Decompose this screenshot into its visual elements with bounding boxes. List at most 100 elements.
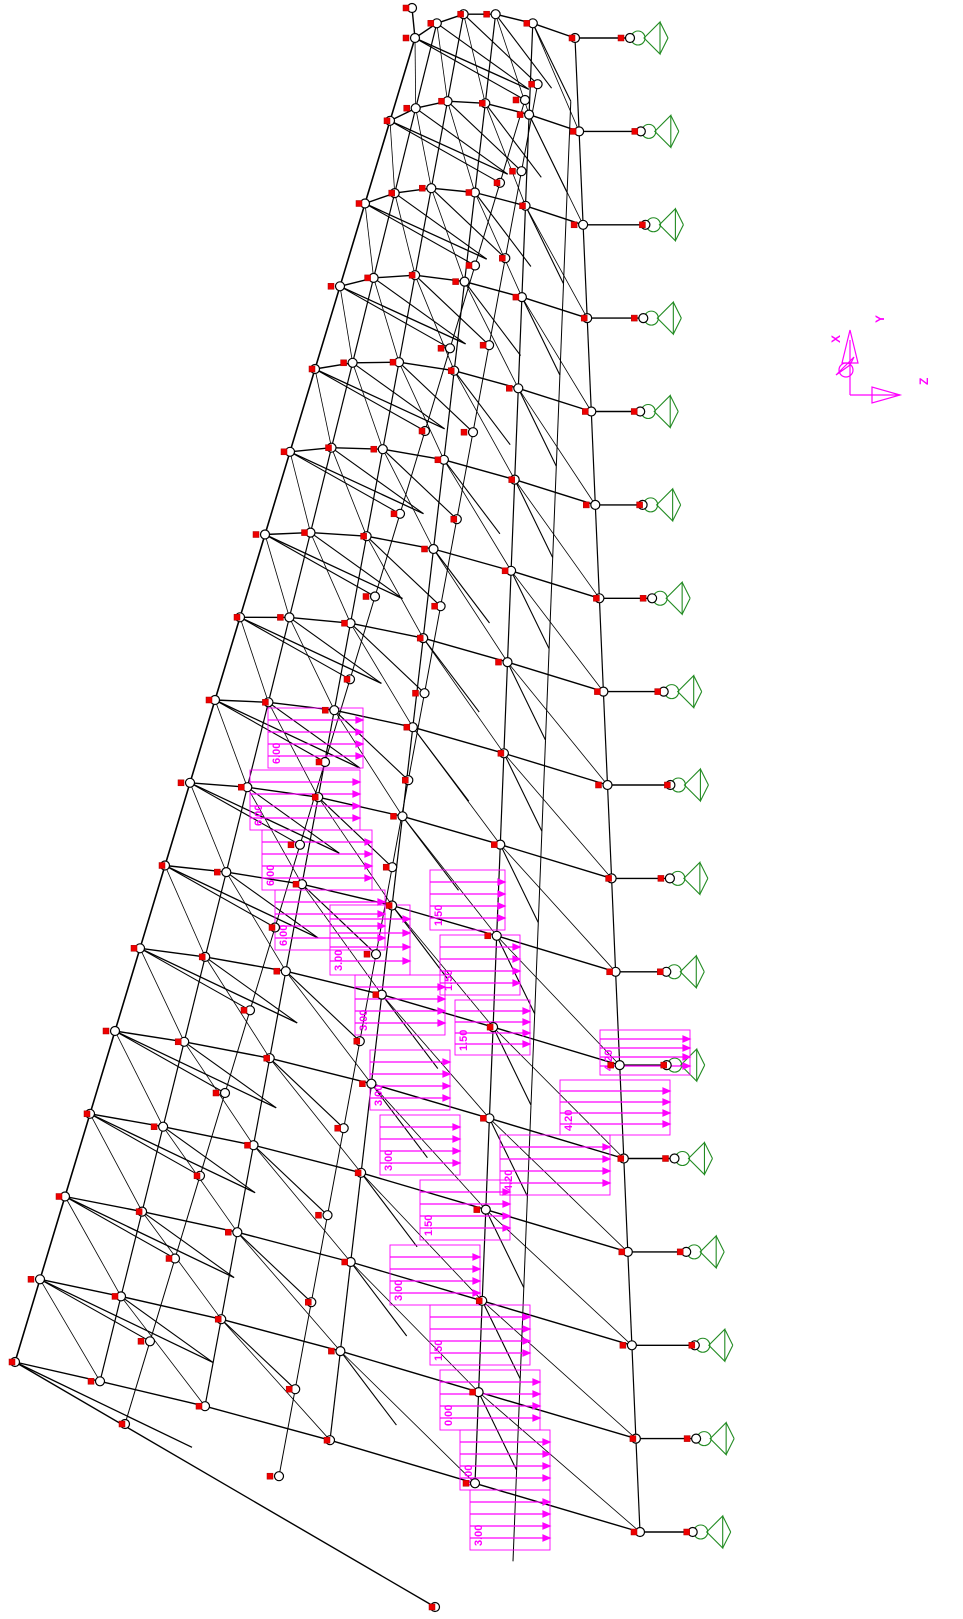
node-marker-icon[interactable] [205,696,213,704]
node-marker-icon[interactable] [244,1141,251,1149]
node-marker-icon[interactable] [512,96,520,104]
node-marker-icon[interactable] [385,902,393,909]
node-circle-icon[interactable] [491,930,502,941]
node-marker-icon[interactable] [292,880,300,888]
node-circle-icon[interactable] [377,444,388,455]
node-circle-icon[interactable] [409,32,421,44]
node-circle-icon[interactable] [410,103,421,114]
node-circle-icon[interactable] [624,32,636,44]
node-marker-icon[interactable] [631,314,638,322]
node-marker-icon[interactable] [308,365,316,373]
node-marker-icon[interactable] [238,783,245,791]
node-marker-icon[interactable] [355,200,363,207]
node-marker-icon[interactable] [499,254,506,262]
node-circle-icon[interactable] [577,219,589,230]
node-marker-icon[interactable] [418,427,426,435]
node-marker-icon[interactable] [382,863,390,871]
node-marker-icon[interactable] [688,1342,696,1349]
node-marker-icon[interactable] [660,1061,667,1069]
node-circle-icon[interactable] [370,949,382,960]
node-circle-icon[interactable] [590,499,601,510]
node-marker-icon[interactable] [389,358,397,366]
node-marker-icon[interactable] [657,968,664,976]
node-circle-icon[interactable] [480,1204,491,1215]
node-marker-icon[interactable] [323,1436,331,1444]
node-marker-icon[interactable] [343,676,351,683]
node-marker-icon[interactable] [137,1338,145,1345]
node-circle-icon[interactable] [280,966,291,977]
node-marker-icon[interactable] [198,953,206,961]
node-marker-icon[interactable] [315,758,323,766]
node-marker-icon[interactable] [402,4,410,12]
node-marker-icon[interactable] [639,595,647,602]
node-marker-icon[interactable] [501,567,509,575]
node-marker-icon[interactable] [465,189,473,196]
node-marker-icon[interactable] [523,20,531,27]
node-marker-icon[interactable] [654,688,661,695]
node-circle-icon[interactable] [638,313,649,324]
node-marker-icon[interactable] [457,10,464,18]
node-circle-icon[interactable] [219,1087,231,1099]
node-marker-icon[interactable] [214,1315,222,1323]
node-marker-icon[interactable] [135,1208,143,1215]
node-marker-icon[interactable] [362,593,370,600]
node-marker-icon[interactable] [569,128,577,135]
node-marker-icon[interactable] [421,545,428,553]
node-marker-icon[interactable] [158,862,166,869]
node-marker-icon[interactable] [195,1402,203,1410]
node-marker-icon[interactable] [340,359,347,367]
node-marker-icon[interactable] [664,781,671,789]
node-marker-icon[interactable] [495,658,502,666]
node-marker-icon[interactable] [402,34,410,42]
node-circle-icon[interactable] [94,1376,106,1387]
node-circle-icon[interactable] [519,94,531,106]
node-marker-icon[interactable] [508,476,515,483]
node-marker-icon[interactable] [240,1007,248,1014]
node-marker-icon[interactable] [580,314,588,322]
node-marker-icon[interactable] [568,34,576,42]
node-marker-icon[interactable] [334,1124,341,1132]
node-marker-icon[interactable] [683,1528,690,1536]
node-marker-icon[interactable] [639,221,646,229]
node-marker-icon[interactable] [491,841,498,848]
node-marker-icon[interactable] [311,793,319,801]
node-marker-icon[interactable] [605,875,612,882]
node-marker-icon[interactable] [506,385,513,392]
node-marker-icon[interactable] [408,271,416,279]
node-circle-icon[interactable] [184,777,196,788]
node-circle-icon[interactable] [335,1345,346,1357]
node-marker-icon[interactable] [174,1038,182,1046]
node-circle-icon[interactable] [273,1471,285,1482]
node-marker-icon[interactable] [657,875,665,882]
node-marker-icon[interactable] [475,1297,483,1305]
node-marker-icon[interactable] [630,408,638,415]
node-circle-icon[interactable] [646,593,658,604]
node-circle-icon[interactable] [369,591,381,602]
node-circle-icon[interactable] [614,1059,625,1071]
node-marker-icon[interactable] [102,1027,110,1035]
node-marker-icon[interactable] [427,20,435,27]
node-marker-icon[interactable] [212,1089,220,1097]
node-marker-icon[interactable] [328,1347,335,1355]
node-circle-icon[interactable] [426,183,437,194]
node-circle-icon[interactable] [467,427,479,438]
node-marker-icon[interactable] [662,1155,669,1162]
node-circle-icon[interactable] [428,543,439,555]
node-marker-icon[interactable] [479,100,486,107]
node-circle-icon[interactable] [523,109,535,120]
node-circle-icon[interactable] [259,529,271,540]
node-marker-icon[interactable] [354,1169,362,1177]
node-circle-icon[interactable] [284,612,295,623]
node-marker-icon[interactable] [341,1258,348,1266]
node-marker-icon[interactable] [403,723,411,731]
node-circle-icon[interactable] [109,1025,121,1037]
node-marker-icon[interactable] [676,1248,684,1256]
node-marker-icon[interactable] [327,283,335,290]
node-marker-icon[interactable] [150,1123,158,1130]
node-marker-icon[interactable] [619,1342,627,1349]
node-marker-icon[interactable] [483,10,490,18]
node-circle-icon[interactable] [419,688,430,699]
node-marker-icon[interactable] [301,529,308,536]
node-marker-icon[interactable] [595,781,602,789]
node-circle-icon[interactable] [329,705,340,716]
